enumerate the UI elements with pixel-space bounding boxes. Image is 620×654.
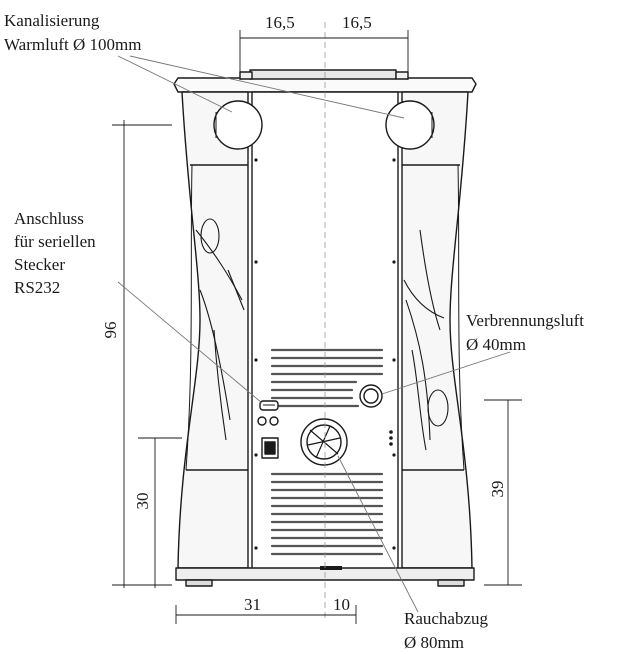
- serial-label-line2: für seriellen: [14, 232, 96, 251]
- dim-bottom-right: 10: [333, 595, 350, 614]
- leader-lines: [117, 55, 511, 613]
- warm-air-duct-right: [385, 100, 435, 150]
- dimension-lines: [112, 30, 522, 624]
- dim-height-total: 96: [101, 321, 120, 339]
- left-side-ornament: [195, 218, 245, 441]
- rear-panel-screws: [254, 158, 396, 550]
- vent-grille-upper: [270, 348, 384, 408]
- serial-label-line1: Anschluss: [14, 209, 84, 228]
- flue-label-line1: Rauchabzug: [404, 609, 489, 628]
- stove-left-body: [177, 91, 249, 569]
- dim-height-flue: 30: [133, 492, 152, 510]
- serial-label-line4: RS232: [14, 278, 61, 297]
- warm-air-duct-left: [213, 100, 263, 150]
- right-side-ornament: [403, 229, 449, 451]
- dim-top-left: 16,5: [265, 13, 295, 32]
- dim-top-right: 16,5: [342, 13, 372, 32]
- dim-height-combustion: 39: [488, 480, 507, 498]
- ducting-label-line1: Kanalisierung: [4, 11, 100, 30]
- dim-bottom-left: 31: [244, 595, 261, 614]
- combustion-air-inlet: [359, 384, 383, 408]
- vent-grille-lower: [270, 472, 384, 556]
- serial-connector-rs232: [259, 400, 279, 411]
- right-side-dots: [389, 430, 393, 446]
- combustion-label-line2: Ø 40mm: [466, 335, 526, 354]
- ducting-label-line2: Warmluft Ø 100mm: [4, 35, 142, 54]
- combustion-label-line1: Verbrennungsluft: [466, 311, 585, 330]
- stove-right-body: [401, 91, 473, 569]
- flue-label-line2: Ø 80mm: [404, 633, 464, 652]
- serial-label-line3: Stecker: [14, 255, 65, 274]
- power-connectors: [257, 416, 279, 459]
- flue-outlet: [300, 418, 348, 466]
